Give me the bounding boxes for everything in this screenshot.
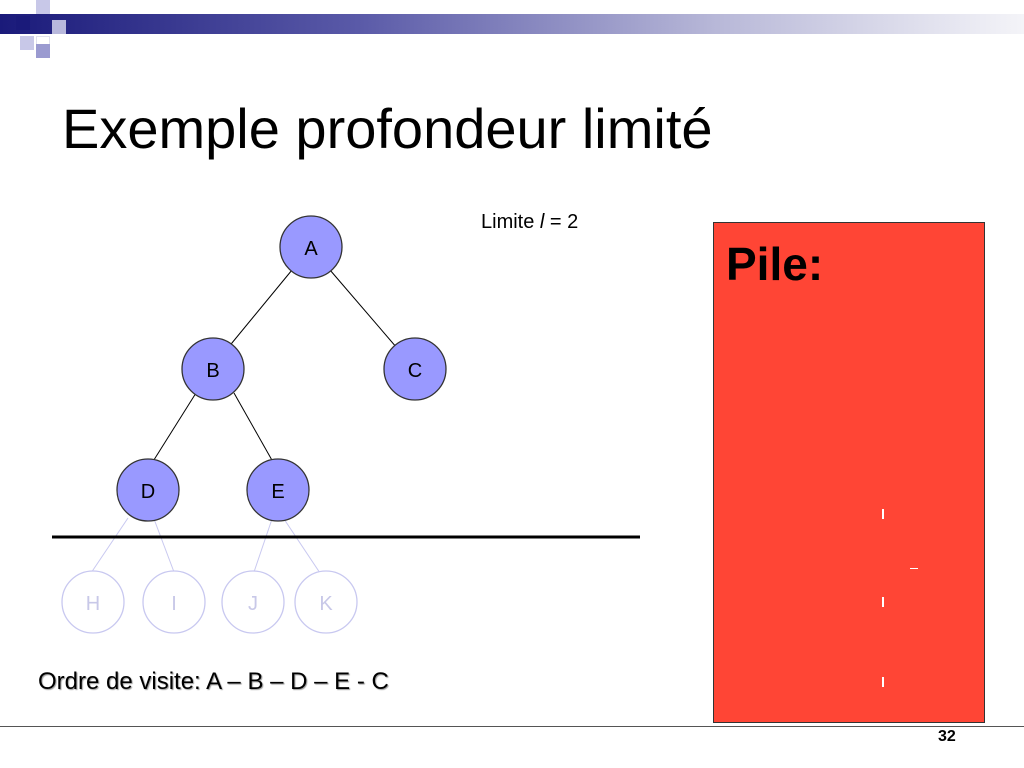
edge-e-k [283,518,321,574]
decor-square [16,16,30,30]
slide-number: 32 [938,728,956,745]
limit-prefix: Limite [481,211,540,233]
stack-mark [882,677,884,687]
edge-d-h [90,517,129,574]
limit-variable: l [539,211,545,233]
node-label-k: K [319,593,333,615]
edge-e-j [253,518,273,573]
node-label-i: I [171,593,177,615]
edge-b-d [151,392,197,464]
header-gradient-bar [0,14,1024,34]
node-label-e: E [271,481,284,503]
edge-a-b [226,269,293,350]
tree-node-i: I [142,570,206,634]
node-label-a: A [304,238,318,260]
stack-mark [882,509,884,519]
tree-node-k: K [294,570,358,634]
tree-node-b: B [181,337,245,401]
slide-title: Exemple profondeur limité [62,97,713,160]
edge-d-i [153,518,175,573]
tree-node-a: A [279,215,343,279]
node-label-c: C [408,360,422,382]
edge-b-e [233,392,274,463]
stack-mark [882,597,884,607]
stack-title: Pile: [726,238,824,290]
depth-limit-label: Limite l = 2 [481,211,578,234]
tree-node-c: C [383,337,447,401]
node-label-b: B [206,360,219,382]
tree-node-j: J [221,570,285,634]
node-label-d: D [141,481,155,503]
tree-node-h: H [61,570,125,634]
tree-node-e: E [246,458,310,522]
stack-panel: Pile: [713,222,985,723]
footer-rule [0,726,1024,727]
decor-square [20,36,34,50]
limit-suffix: = 2 [544,211,579,233]
tree-node-d: D [116,458,180,522]
decor-square [36,0,50,14]
stack-mark [910,568,918,569]
node-label-j: J [248,593,258,615]
decor-square [36,44,50,58]
visit-order-text: Ordre de visite: A – B – D – E - C [38,668,389,695]
decor-square [52,20,66,34]
node-label-h: H [86,593,100,615]
edge-a-c [329,269,398,349]
